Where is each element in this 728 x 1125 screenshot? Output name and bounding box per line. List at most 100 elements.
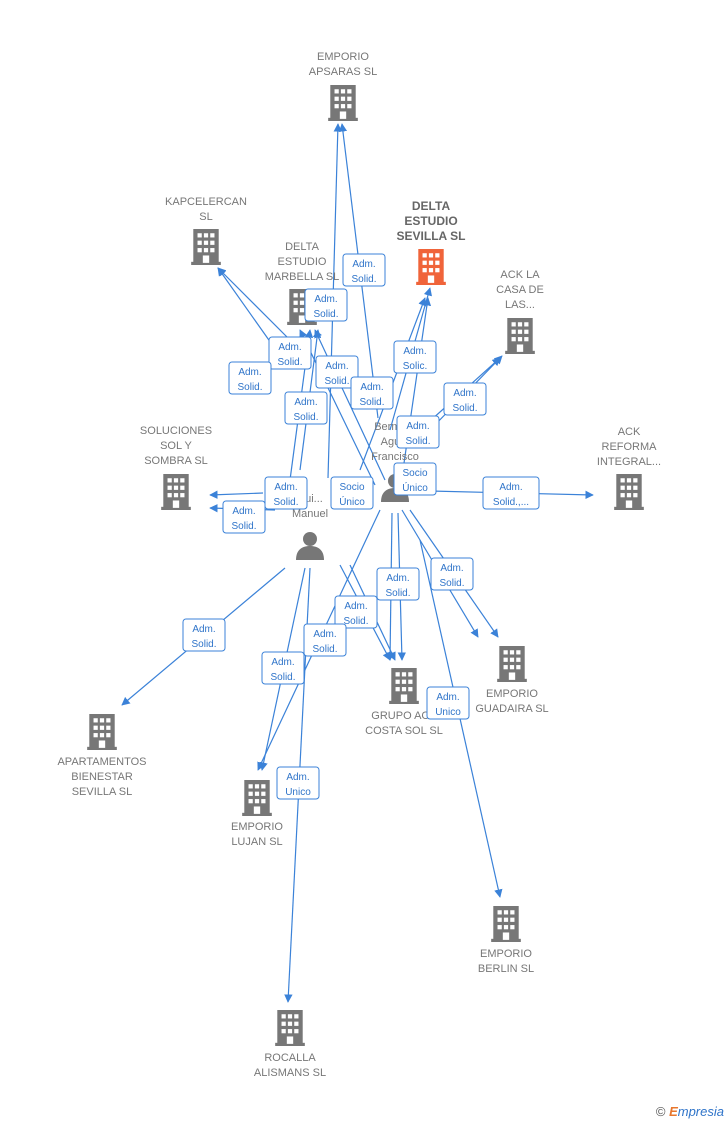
- building-icon: [242, 780, 272, 816]
- building-icon: [87, 714, 117, 750]
- relation-label-r5[interactable]: Adm. Solid.: [228, 361, 272, 395]
- relation-text: Adm.: [440, 563, 463, 574]
- building-icon: [275, 1010, 305, 1046]
- relation-text: Solid.: [343, 616, 368, 627]
- relation-text: Socio: [402, 468, 427, 479]
- relation-text: Unico: [285, 787, 311, 798]
- relation-text: Adm.: [360, 382, 383, 393]
- relation-text: Solic.: [403, 361, 427, 372]
- relation-label-r17[interactable]: Adm. Solid.: [376, 567, 420, 601]
- relation-text: Adm.: [192, 624, 215, 635]
- relation-label-r2[interactable]: Adm.Solid.: [304, 288, 348, 322]
- relation-text: Adm.: [278, 342, 301, 353]
- building-icon: [614, 474, 644, 510]
- relation-label-r8[interactable]: Adm.Solid.: [350, 376, 394, 410]
- relation-text: Adm.: [325, 361, 348, 372]
- relation-text: Adm.: [271, 657, 294, 668]
- relation-label-r18[interactable]: Adm.Solid.: [334, 595, 378, 629]
- building-icon: [505, 318, 535, 354]
- relation-label-r22[interactable]: Adm.Unico: [276, 766, 320, 800]
- relation-text: Adm.: [453, 388, 476, 399]
- relation-text: Solid.,...: [493, 497, 529, 508]
- relation-text: Único: [402, 481, 428, 494]
- relation-label-r21[interactable]: Adm.Unico: [426, 686, 470, 720]
- relation-label-r6[interactable]: Adm. Solid.: [315, 355, 359, 389]
- relation-label-r15[interactable]: Adm. Solid.: [222, 500, 266, 534]
- relation-label-r1[interactable]: Adm. Solid.: [342, 253, 386, 287]
- relation-label-r20[interactable]: Adm. Solid.: [261, 651, 305, 685]
- building-icon: [191, 229, 221, 265]
- relation-text: Solid.: [231, 521, 256, 532]
- building-icon: [328, 85, 358, 121]
- building-icon: [416, 249, 446, 285]
- relation-label-r14[interactable]: Adm.Solid.: [264, 476, 308, 510]
- relation-label-r16[interactable]: Adm. Solid.: [430, 557, 474, 591]
- relation-arrow: [217, 267, 301, 351]
- relation-label-r10[interactable]: Adm. Solid.: [396, 415, 440, 449]
- building-icon: [497, 646, 527, 682]
- relation-text: Socio: [339, 482, 364, 493]
- relation-text: Adm.: [294, 397, 317, 408]
- relation-text: Único: [339, 495, 365, 508]
- relation-text: Adm.: [314, 294, 337, 305]
- relation-text: Solid.: [405, 436, 430, 447]
- relation-text: Solid.: [270, 672, 295, 683]
- relation-text: Solid.: [351, 274, 376, 285]
- relation-text: Solid.: [293, 412, 318, 423]
- relations-layer: Adm.Solid.Adm.Solid.Adm.Solid.Adm.Solic.…: [182, 253, 540, 800]
- relation-label-r9[interactable]: Adm.Solid.: [443, 382, 487, 416]
- person-icon: [296, 532, 324, 560]
- relation-text: Unico: [435, 707, 461, 718]
- relation-text: Adm.: [352, 259, 375, 270]
- relation-text: Solid.: [439, 578, 464, 589]
- relation-label-r7[interactable]: Adm. Solid.: [284, 391, 328, 425]
- relation-label-r13[interactable]: Adm. Solid.,...: [482, 476, 540, 510]
- relation-text: Solid.: [277, 357, 302, 368]
- relation-text: Solid.: [324, 376, 349, 387]
- relation-text: Adm.: [386, 573, 409, 584]
- empresia-logo[interactable]: © Empresia: [655, 1104, 724, 1119]
- relation-text: Adm.: [406, 421, 429, 432]
- relation-label-r23[interactable]: Adm.Solid.: [182, 618, 226, 652]
- relation-label-r4[interactable]: Adm.Solic.: [393, 340, 437, 374]
- building-icon: [389, 668, 419, 704]
- relation-text: Adm.: [232, 506, 255, 517]
- building-icon: [161, 474, 191, 510]
- relation-label-r19[interactable]: Adm.Solid.: [303, 623, 347, 657]
- relation-text: Solid.: [312, 644, 337, 655]
- relation-text: Solid.: [237, 382, 262, 393]
- relation-text: Solid.: [385, 588, 410, 599]
- relation-text: Adm.: [238, 367, 261, 378]
- relation-label-r3[interactable]: Adm. Solid.: [268, 336, 312, 370]
- relation-text: Solid.: [273, 497, 298, 508]
- relation-text: Adm.: [499, 482, 522, 493]
